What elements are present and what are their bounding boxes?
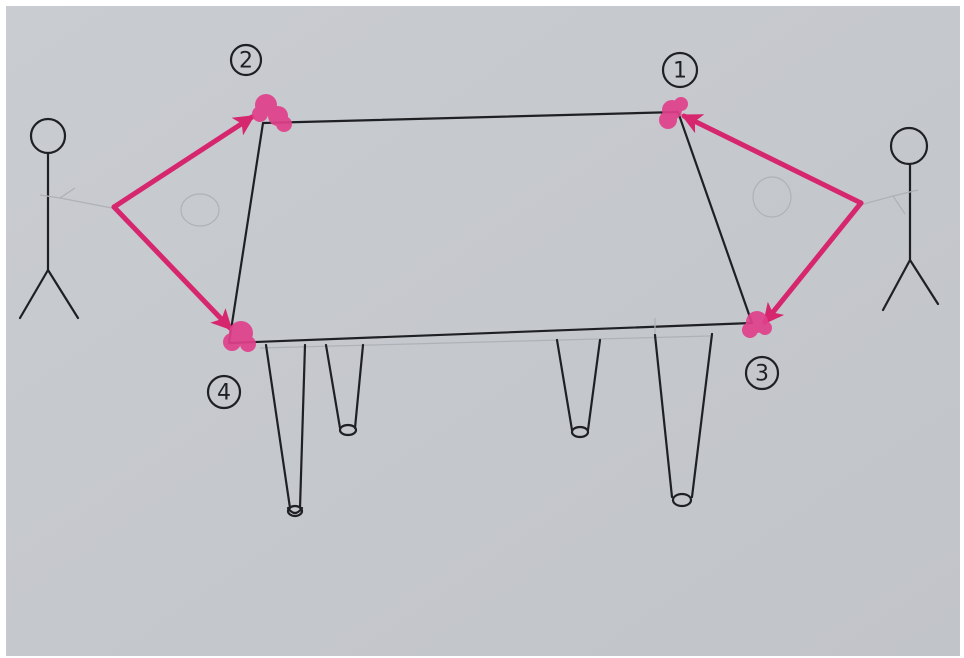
person-right-body	[881, 162, 940, 312]
arrows-right-person	[680, 113, 864, 325]
label-corner-2-text: 2	[239, 49, 253, 74]
person-left-faint-hand	[180, 193, 220, 227]
label-corner-3-text: 3	[755, 362, 769, 387]
table-leg-front-right-foot	[671, 492, 693, 508]
arrow-to-corner-2	[111, 114, 255, 210]
label-corner-4-text: 4	[217, 381, 231, 406]
label-corner-2: 2	[229, 43, 263, 77]
arrow-to-corner-1	[680, 113, 864, 206]
arrow-to-corner-4	[111, 204, 233, 331]
person-left-faint-arm	[39, 187, 113, 209]
table-leg-front-right	[653, 332, 714, 499]
person-left	[18, 117, 220, 320]
arrows-left-person	[111, 114, 255, 331]
label-corner-3: 3	[744, 355, 780, 391]
corner-blot-1	[659, 97, 688, 129]
table-leg-back-right-foot	[570, 425, 590, 439]
table-leg-back-left	[324, 343, 365, 430]
label-corner-1-text: 1	[673, 59, 687, 84]
corner-blot-3	[742, 311, 772, 338]
corner-blot-4	[223, 321, 256, 352]
person-right	[752, 126, 940, 312]
label-corner-1: 1	[661, 51, 699, 89]
table-leg-back-right	[555, 338, 602, 432]
arrow-to-corner-3	[762, 200, 864, 325]
corner-blot-2	[252, 94, 292, 132]
paper-sheet	[6, 6, 960, 656]
table-leg-back-left-foot	[338, 423, 358, 437]
label-corner-4: 4	[206, 374, 242, 410]
person-right-faint-hand	[752, 176, 792, 218]
table-leg-front-left-foot	[286, 504, 304, 518]
table-construction-line	[259, 318, 711, 349]
person-right-faint-arm	[859, 189, 919, 215]
person-left-body	[18, 151, 80, 320]
